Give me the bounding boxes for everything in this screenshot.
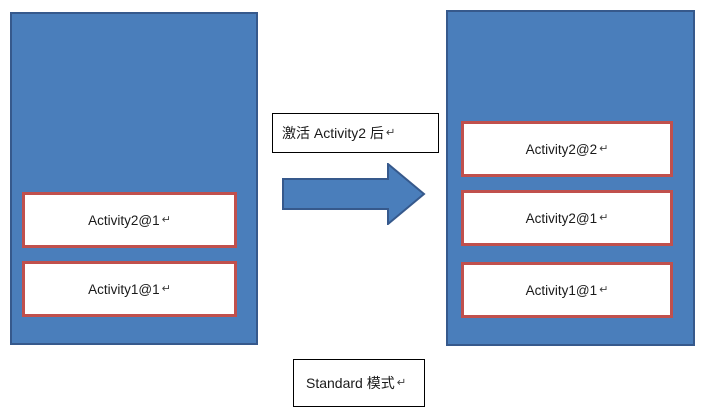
task-stack-after: Activity2@2↵ Activity2@1↵ Activity1@1↵ [446,10,695,346]
activity-label: Activity1@1 [88,281,160,297]
activity-label: Activity2@1 [88,212,160,228]
right-arrow-icon [282,161,426,227]
return-mark-icon: ↵ [385,127,396,139]
right-arrow-shape [282,161,426,227]
activity-box: Activity2@1↵ [22,192,237,248]
caption-box: Standard 模式↵ [293,359,425,407]
activity-box: Activity2@1↵ [461,190,673,246]
task-stack-before: Activity2@1↵ Activity1@1↵ [10,12,258,345]
transition-label: 激活 Activity2 后 [282,125,384,141]
transition-label-box: 激活 Activity2 后↵ [272,113,439,153]
activity-label: Activity2@2 [525,141,598,157]
return-mark-icon: ↵ [161,282,171,295]
return-mark-icon: ↵ [599,142,609,155]
activity-box: Activity2@2↵ [461,121,673,177]
activity-label: Activity1@1 [525,282,598,298]
return-mark-icon: ↵ [599,283,609,296]
activity-label: Activity2@1 [525,210,598,226]
return-mark-icon: ↵ [161,213,171,226]
activity-box: Activity1@1↵ [461,262,673,318]
activity-box: Activity1@1↵ [22,261,237,317]
return-mark-icon: ↵ [599,211,609,224]
return-mark-icon: ↵ [396,377,407,389]
caption-label: Standard 模式 [306,375,395,391]
